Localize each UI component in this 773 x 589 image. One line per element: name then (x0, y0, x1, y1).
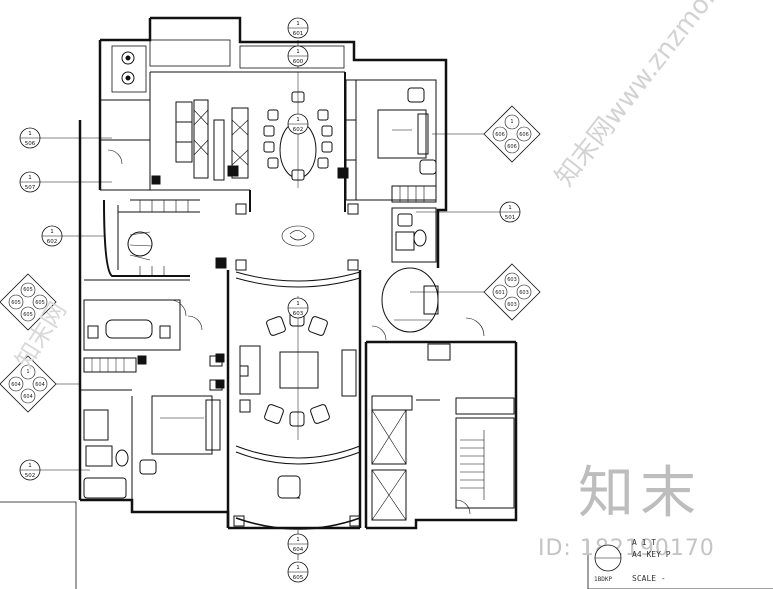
svg-text:603: 603 (293, 311, 304, 317)
svg-text:1: 1 (296, 565, 300, 571)
title-code: 1BDKP (594, 576, 613, 583)
svg-text:604: 604 (293, 547, 304, 553)
svg-text:1: 1 (508, 205, 512, 211)
svg-text:1: 1 (296, 49, 300, 55)
watermark-id: ID: 182190170 (538, 536, 715, 561)
elevation-marker-right-top: 1 606 606 606 (483, 105, 541, 163)
svg-text:604: 604 (35, 382, 45, 388)
tag-603-living: 1 603 (287, 297, 309, 319)
title-line-3: SCALE - (632, 574, 666, 583)
svg-text:507: 507 (25, 185, 36, 191)
title-line-1: A 1 T (632, 538, 657, 547)
tag-502: 1 502 (19, 459, 41, 481)
tag-501: 1 501 (499, 201, 521, 223)
tag-506: 1 506 (19, 127, 41, 149)
watermark-brand: 知末 (578, 461, 702, 526)
svg-text:605: 605 (11, 300, 21, 306)
title-block-marker (594, 544, 622, 572)
svg-text:601: 601 (293, 31, 304, 37)
tag-604-bottom: 1 604 (287, 533, 309, 555)
svg-text:1: 1 (50, 229, 54, 235)
svg-text:605: 605 (35, 300, 45, 306)
elevation-marker-right-mid: 603 601 603 603 (483, 263, 541, 321)
svg-text:603: 603 (507, 277, 517, 283)
svg-text:1: 1 (26, 369, 29, 375)
svg-text:1: 1 (510, 119, 513, 125)
svg-text:602: 602 (47, 239, 58, 245)
svg-text:1: 1 (296, 537, 300, 543)
svg-text:601: 601 (495, 290, 505, 296)
svg-text:603: 603 (519, 290, 529, 296)
svg-text:1: 1 (28, 463, 32, 469)
svg-text:606: 606 (519, 132, 529, 138)
svg-text:506: 506 (25, 141, 36, 147)
svg-text:600: 600 (293, 59, 304, 65)
tag-602-dining: 1 602 (287, 113, 309, 135)
tag-507: 1 507 (19, 171, 41, 193)
tag-601: 1 601 (287, 17, 309, 39)
tag-602-stair: 1 602 (41, 225, 63, 247)
tag-600-top: 1 600 (287, 45, 309, 67)
svg-text:602: 602 (293, 127, 304, 133)
svg-text:1: 1 (28, 175, 32, 181)
svg-text:1: 1 (296, 117, 300, 123)
svg-text:604: 604 (23, 394, 33, 400)
elevation-marker-left-top: 605 605 605 605 (0, 273, 57, 331)
svg-text:603: 603 (507, 302, 517, 308)
svg-text:1: 1 (296, 21, 300, 27)
svg-text:605: 605 (23, 287, 33, 293)
svg-text:605: 605 (23, 312, 33, 318)
title-block: A 1 T A4 KEY P SCALE - 1BDKP (592, 536, 762, 588)
svg-text:604: 604 (11, 382, 21, 388)
svg-text:501: 501 (505, 215, 516, 221)
title-line-2: A4 KEY P (632, 550, 671, 559)
svg-text:502: 502 (25, 473, 36, 479)
elevation-marker-left-mid: 1 604 604 604 (0, 355, 57, 413)
svg-text:605: 605 (293, 575, 304, 581)
svg-text:1: 1 (28, 131, 32, 137)
svg-text:606: 606 (495, 132, 505, 138)
svg-text:606: 606 (507, 144, 517, 150)
tag-605-bottom: 1 605 (287, 561, 309, 583)
svg-text:1: 1 (296, 301, 300, 307)
